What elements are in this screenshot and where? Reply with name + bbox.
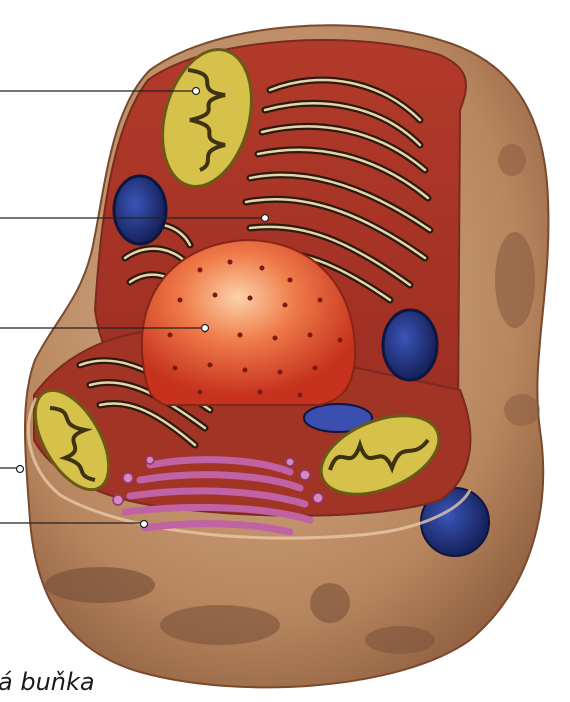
lysosome-right <box>383 310 437 380</box>
caption-text: á buňka <box>0 668 95 696</box>
figure-caption: á buňka <box>0 668 200 702</box>
lysosome-left <box>114 176 166 244</box>
